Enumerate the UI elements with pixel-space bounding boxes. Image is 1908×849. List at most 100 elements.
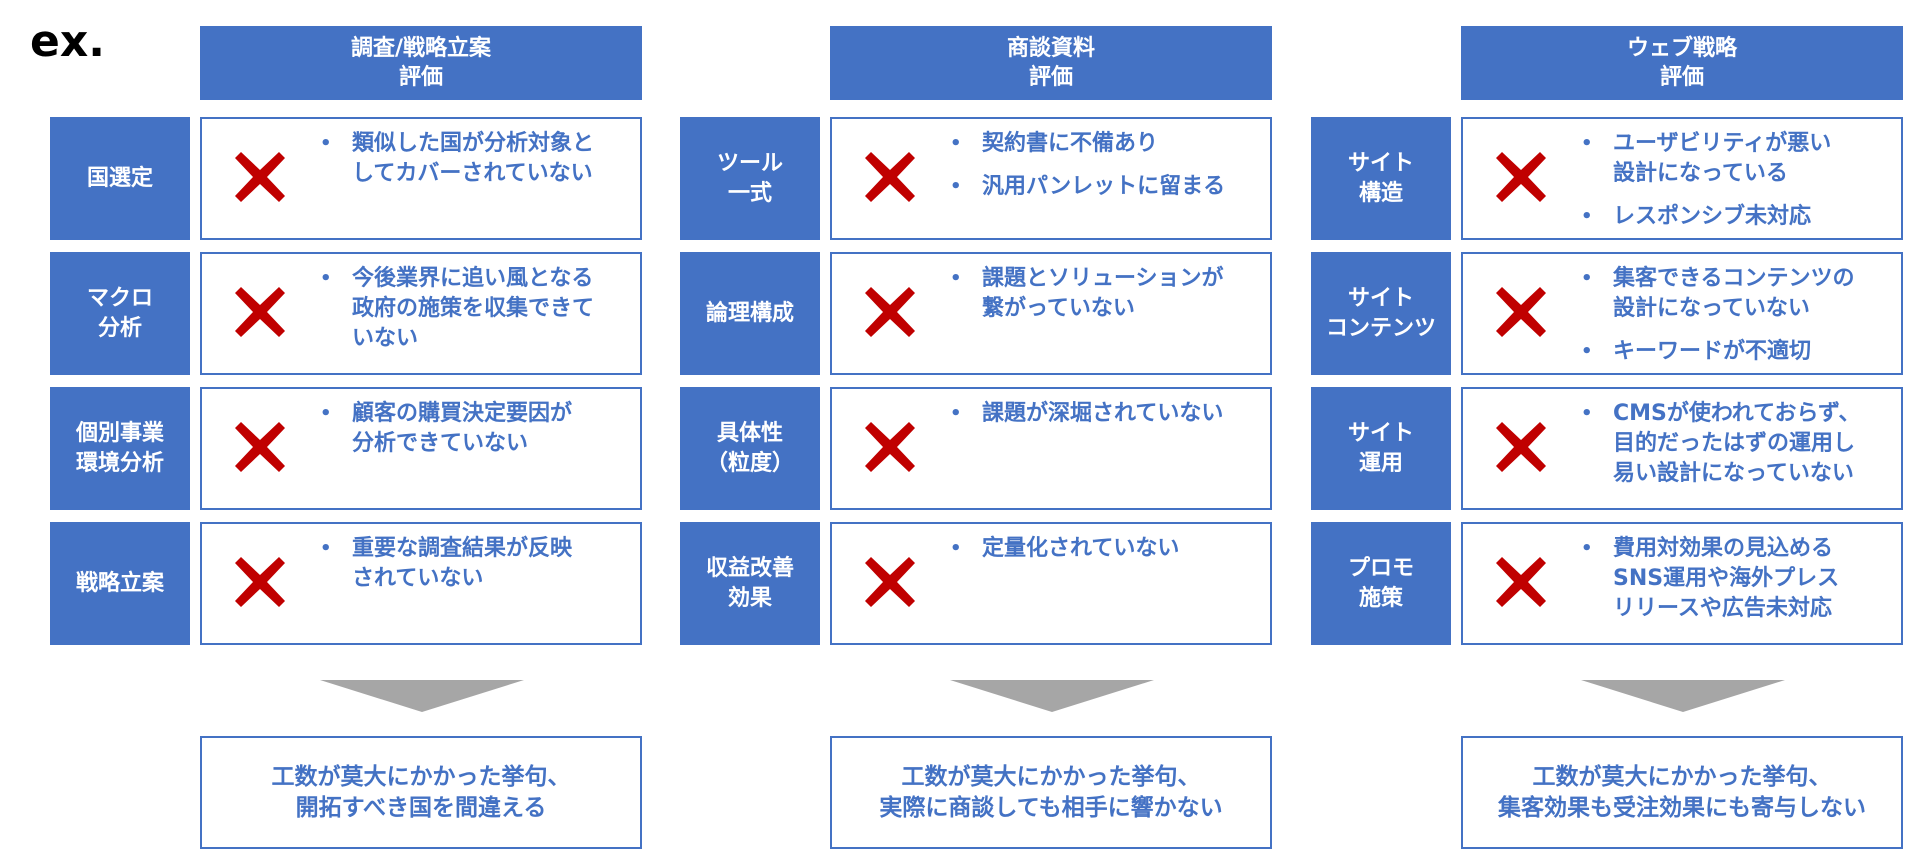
- red-cross-icon: [865, 557, 915, 607]
- row-label: 国選定: [50, 117, 190, 240]
- bullet-item: キーワードが不適切: [1581, 337, 1893, 367]
- evaluation-box: ユーザビリティが悪い 設計になっている レスポンシブ未対応: [1461, 117, 1903, 240]
- row-label-line2: コンテンツ: [1325, 315, 1436, 341]
- row-label-line2: 構造: [1358, 180, 1403, 206]
- evaluation-box: 集客できるコンテンツの 設計になっていない キーワードが不適切: [1461, 252, 1903, 375]
- example-label: ex.: [30, 16, 105, 67]
- row-label: 具体性 （粒度）: [680, 387, 820, 510]
- row-label-line1: ツール: [716, 150, 783, 176]
- red-cross-icon: [1496, 287, 1546, 337]
- conclusion-box: 工数が莫大にかかった挙句、 開拓すべき国を間違える: [200, 736, 642, 849]
- row-label-line1: マクロ: [86, 285, 153, 311]
- red-cross-icon: [865, 287, 915, 337]
- column-web-strategy: ウェブ戦略 評価 サイト 構造 ユーザビリティが悪い 設計になっている レスポン…: [1311, 0, 1908, 849]
- evaluation-row: ツール 一式 契約書に不備あり 汎用パンレットに留まる: [680, 117, 1272, 240]
- evaluation-box: 重要な調査結果が反映 されていない: [200, 522, 642, 645]
- bullet-item: 契約書に不備あり: [950, 129, 1262, 159]
- evaluation-row: サイト 構造 ユーザビリティが悪い 設計になっている レスポンシブ未対応: [1311, 117, 1903, 240]
- evaluation-box: 定量化されていない: [830, 522, 1272, 645]
- bullet-item: レスポンシブ未対応: [1581, 202, 1893, 232]
- row-label-line1: 戦略立案: [75, 570, 164, 596]
- red-cross-icon: [235, 557, 285, 607]
- column-header: 商談資料 評価: [830, 26, 1272, 100]
- conclusion-line1: 工数が莫大にかかった挙句、: [271, 763, 571, 790]
- row-label-line2: （粒度）: [705, 450, 794, 476]
- row-label: 戦略立案: [50, 522, 190, 645]
- row-label-line1: プロモ: [1347, 555, 1414, 581]
- conclusion-box: 工数が莫大にかかった挙句、 実際に商談しても相手に響かない: [830, 736, 1272, 849]
- down-arrow-icon: [1581, 680, 1785, 712]
- row-label-line2: 分析: [97, 315, 142, 341]
- red-cross-icon: [235, 422, 285, 472]
- bullet-item: ユーザビリティが悪い 設計になっている: [1581, 129, 1893, 189]
- column-header-title: 商談資料: [1006, 36, 1095, 61]
- down-arrow-icon: [950, 680, 1154, 712]
- row-label: サイト 運用: [1311, 387, 1451, 510]
- row-label-line1: サイト: [1347, 150, 1414, 176]
- bullet-list: 課題とソリューションが 繋がっていない: [950, 264, 1262, 337]
- evaluation-row: サイト 運用 CMSが使われておらず、 目的だったはずの運用し 易い設計になって…: [1311, 387, 1903, 510]
- bullet-list: 契約書に不備あり 汎用パンレットに留まる: [950, 129, 1262, 215]
- evaluation-box: 今後業界に追い風となる 政府の施策を収集できて いない: [200, 252, 642, 375]
- evaluation-box: 課題とソリューションが 繋がっていない: [830, 252, 1272, 375]
- row-label-line2: 環境分析: [75, 450, 164, 476]
- red-cross-icon: [865, 422, 915, 472]
- red-cross-icon: [1496, 422, 1546, 472]
- row-label: サイト 構造: [1311, 117, 1451, 240]
- row-label-line2: 効果: [727, 585, 772, 611]
- row-label-line2: 施策: [1358, 585, 1403, 611]
- conclusion-line2: 開拓すべき国を間違える: [295, 794, 547, 821]
- evaluation-row: 戦略立案 重要な調査結果が反映 されていない: [50, 522, 642, 645]
- evaluation-box: 課題が深堀されていない: [830, 387, 1272, 510]
- row-label-line1: 個別事業: [75, 420, 164, 446]
- evaluation-row: マクロ 分析 今後業界に追い風となる 政府の施策を収集できて いない: [50, 252, 642, 375]
- row-label: 個別事業 環境分析: [50, 387, 190, 510]
- row-label-line1: 論理構成: [705, 300, 794, 326]
- bullet-item: 汎用パンレットに留まる: [950, 172, 1262, 202]
- row-label-line2: 一式: [727, 180, 772, 206]
- row-label-line1: サイト: [1347, 285, 1414, 311]
- red-cross-icon: [865, 152, 915, 202]
- conclusion-line1: 工数が莫大にかかった挙句、: [901, 763, 1201, 790]
- column-header-title: 調査/戦略立案: [350, 36, 492, 61]
- red-cross-icon: [235, 152, 285, 202]
- conclusion-box: 工数が莫大にかかった挙句、 集客効果も受注効果にも寄与しない: [1461, 736, 1903, 849]
- red-cross-icon: [1496, 152, 1546, 202]
- row-label-line1: サイト: [1347, 420, 1414, 446]
- column-header-subtitle: 評価: [398, 65, 443, 90]
- evaluation-box: 契約書に不備あり 汎用パンレットに留まる: [830, 117, 1272, 240]
- bullet-list: 顧客の購買決定要因が 分析できていない: [320, 399, 632, 472]
- bullet-item: 集客できるコンテンツの 設計になっていない: [1581, 264, 1893, 324]
- bullet-list: 費用対効果の見込める SNS運用や海外プレス リリースや広告未対応: [1581, 534, 1893, 637]
- evaluation-box: 費用対効果の見込める SNS運用や海外プレス リリースや広告未対応: [1461, 522, 1903, 645]
- bullet-item: 課題が深堀されていない: [950, 399, 1262, 429]
- column-sales-materials: 商談資料 評価 ツール 一式 契約書に不備あり 汎用パンレットに留まる 論理構成…: [680, 0, 1310, 849]
- evaluation-box: 顧客の購買決定要因が 分析できていない: [200, 387, 642, 510]
- red-cross-icon: [1496, 557, 1546, 607]
- evaluation-row: 論理構成 課題とソリューションが 繋がっていない: [680, 252, 1272, 375]
- bullet-item: 類似した国が分析対象と してカバーされていない: [320, 129, 632, 189]
- column-header: 調査/戦略立案 評価: [200, 26, 642, 100]
- bullet-item: 今後業界に追い風となる 政府の施策を収集できて いない: [320, 264, 632, 354]
- conclusion-line2: 実際に商談しても相手に響かない: [879, 794, 1223, 821]
- row-label-line1: 国選定: [86, 165, 153, 191]
- row-label-line1: 収益改善: [705, 555, 794, 581]
- column-research-strategy: 調査/戦略立案 評価 国選定 類似した国が分析対象と してカバーされていない マ…: [50, 0, 680, 849]
- row-label: 収益改善 効果: [680, 522, 820, 645]
- bullet-item: 課題とソリューションが 繋がっていない: [950, 264, 1262, 324]
- down-arrow-icon: [320, 680, 524, 712]
- bullet-item: 定量化されていない: [950, 534, 1262, 564]
- row-label: プロモ 施策: [1311, 522, 1451, 645]
- evaluation-row: プロモ 施策 費用対効果の見込める SNS運用や海外プレス リリースや広告未対応: [1311, 522, 1903, 645]
- evaluation-row: 具体性 （粒度） 課題が深堀されていない: [680, 387, 1272, 510]
- evaluation-row: 個別事業 環境分析 顧客の購買決定要因が 分析できていない: [50, 387, 642, 510]
- column-header-subtitle: 評価: [1028, 65, 1073, 90]
- bullet-item: 費用対効果の見込める SNS運用や海外プレス リリースや広告未対応: [1581, 534, 1893, 624]
- evaluation-row: 国選定 類似した国が分析対象と してカバーされていない: [50, 117, 642, 240]
- evaluation-box: CMSが使われておらず、 目的だったはずの運用し 易い設計になっていない: [1461, 387, 1903, 510]
- column-header: ウェブ戦略 評価: [1461, 26, 1903, 100]
- row-label: サイト コンテンツ: [1311, 252, 1451, 375]
- red-cross-icon: [235, 287, 285, 337]
- bullet-list: ユーザビリティが悪い 設計になっている レスポンシブ未対応: [1581, 129, 1893, 245]
- bullet-list: CMSが使われておらず、 目的だったはずの運用し 易い設計になっていない: [1581, 399, 1893, 502]
